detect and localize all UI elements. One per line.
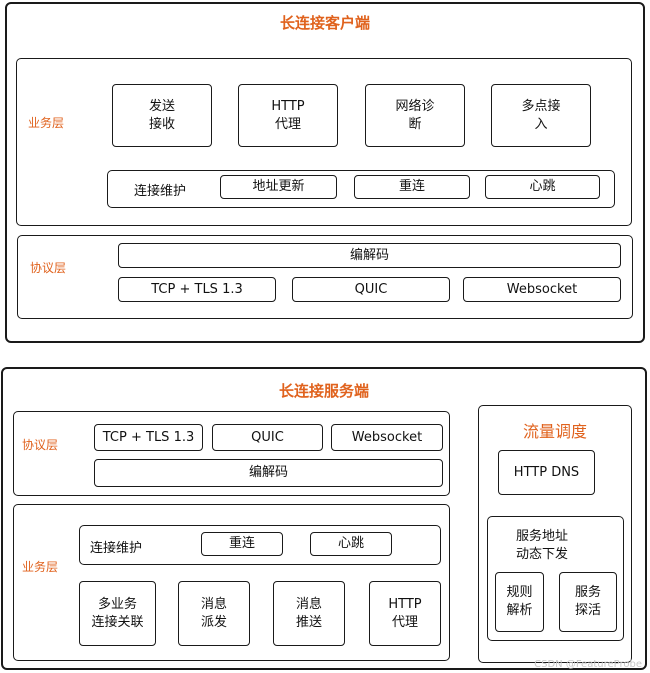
client-codec: 编解码 [118,243,621,268]
server-business-layer-label: 业务层 [22,560,59,574]
server-title: 长连接服务端 [278,382,369,400]
client-maintenance-address-update: 地址更新 [220,175,337,199]
server-protocol-websocket: Websocket [331,424,443,451]
server-protocol-layer-label: 协议层 [22,438,59,452]
server-codec: 编解码 [94,459,443,487]
server-connection-maintenance-label: 连接维护 [90,541,143,556]
client-module-multipoint-access: 多点接 入 [491,84,591,147]
server-protocol-tcp-tls: TCP + TLS 1.3 [94,424,203,451]
client-title: 长连接客户端 [279,14,370,32]
client-maintenance-reconnect: 重连 [354,175,470,199]
client-protocol-tcp-tls: TCP + TLS 1.3 [118,277,276,302]
client-module-http-proxy: HTTP 代理 [238,84,338,147]
service-probe-box: 服务 探活 [559,572,617,632]
watermark: CSDN @FeatureProbe [534,659,642,670]
client-maintenance-heartbeat: 心跳 [485,175,600,199]
server-protocol-quic: QUIC [212,424,323,451]
dynamic-address-label: 服务地址 动态下发 [515,529,568,562]
client-protocol-layer-label: 协议层 [30,261,67,275]
server-maintenance-heartbeat: 心跳 [310,532,392,556]
client-protocol-websocket: Websocket [463,277,621,302]
server-module-http-proxy: HTTP 代理 [369,581,441,646]
server-maintenance-reconnect: 重连 [201,532,283,556]
traffic-scheduling-title: 流量调度 [522,422,587,441]
server-module-multi-business-association: 多业务 连接关联 [79,581,156,646]
client-module-send-receive: 发送 接收 [112,84,212,147]
http-dns-box: HTTP DNS [498,450,595,495]
client-protocol-quic: QUIC [292,277,450,302]
client-connection-maintenance-label: 连接维护 [134,184,187,199]
client-module-network-diagnosis: 网络诊 断 [365,84,465,147]
rule-parsing-box: 规则 解析 [495,572,544,632]
server-module-message-dispatch: 消息 派发 [178,581,250,646]
client-business-layer-label: 业务层 [28,116,65,130]
server-module-message-push: 消息 推送 [273,581,345,646]
